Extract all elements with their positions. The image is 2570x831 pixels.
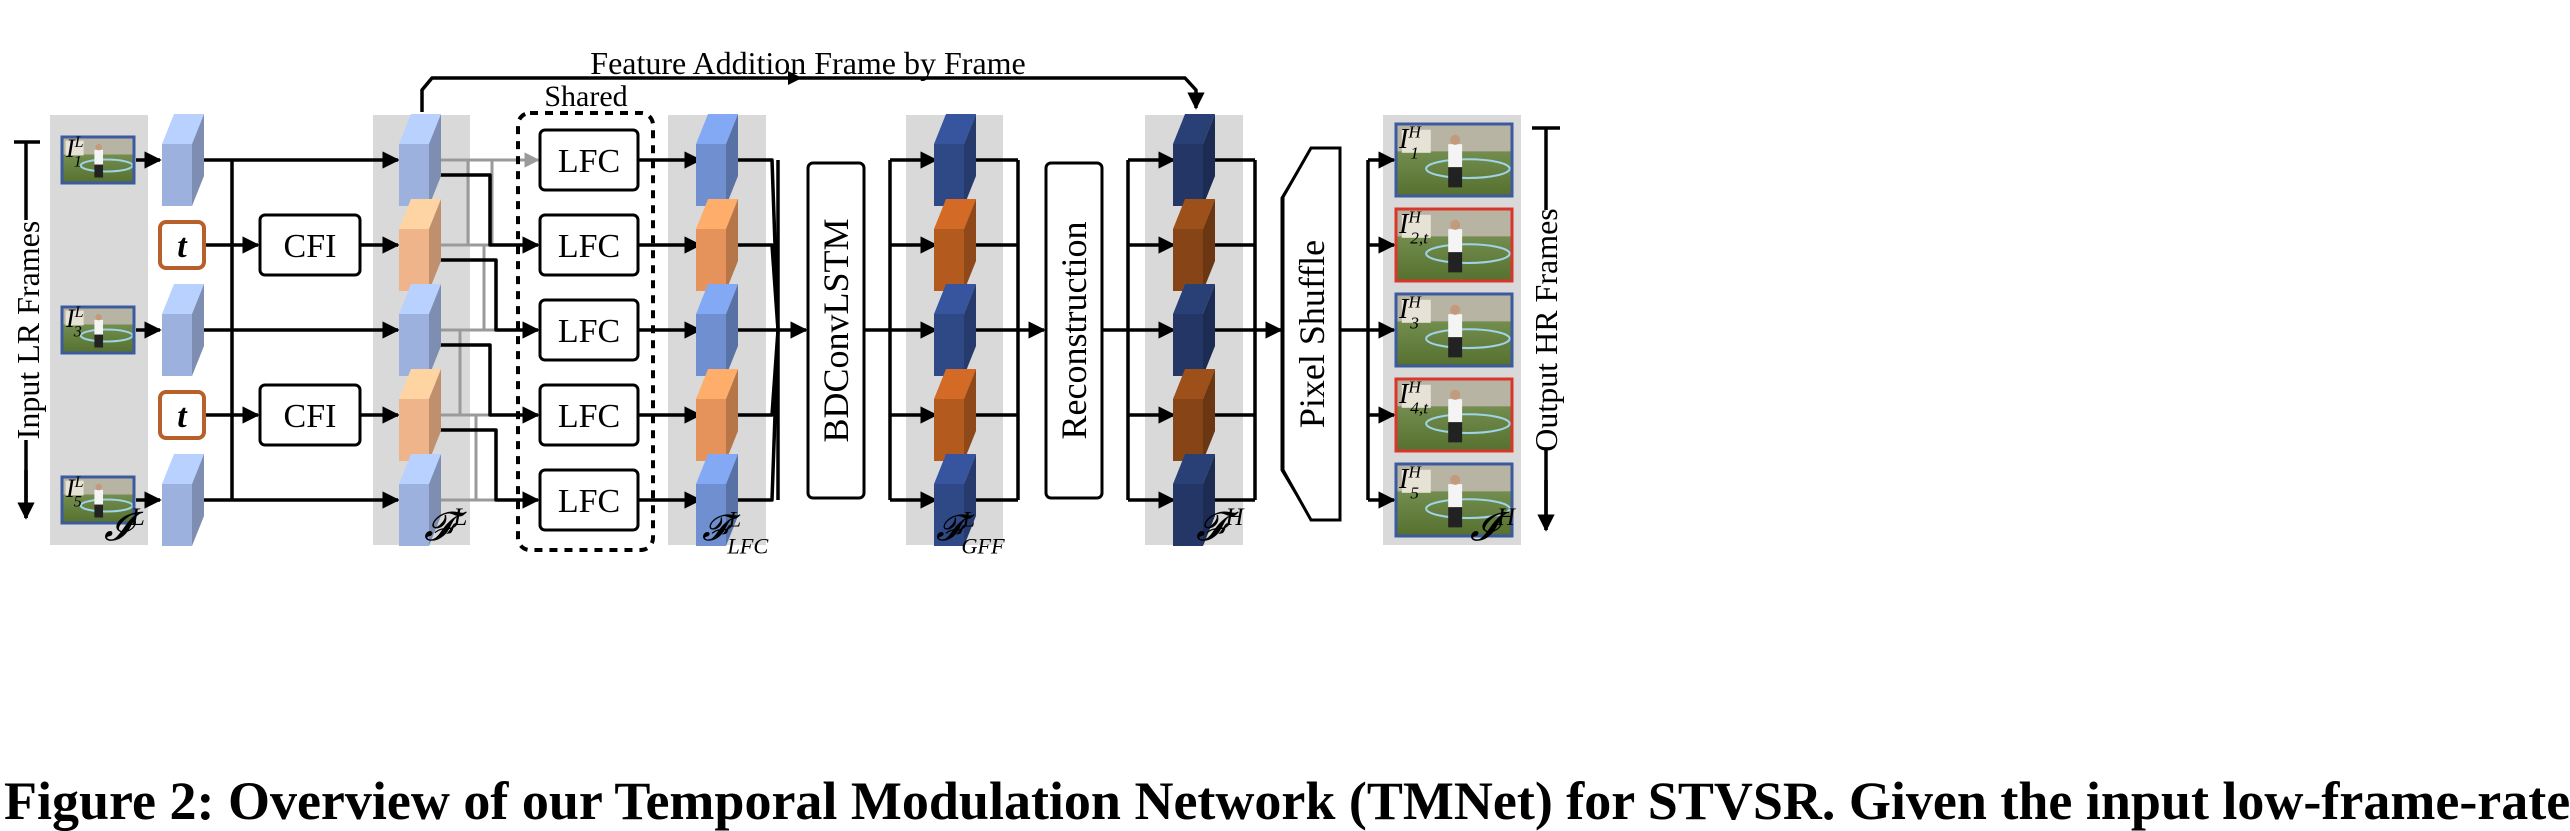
feature-block-high: [1173, 114, 1215, 206]
t-box: t: [158, 390, 206, 440]
feature-block-gff: [934, 199, 976, 291]
t-box: t: [158, 220, 206, 270]
output-frame-2: [1394, 207, 1514, 283]
feature-block-high: [1173, 454, 1215, 546]
lfc-label: LFC: [558, 313, 620, 350]
edge: [438, 173, 540, 254]
feature-block-low: [399, 284, 441, 376]
t-label: t: [177, 398, 188, 435]
cfi-box: CFI: [258, 383, 362, 447]
edge: [438, 343, 540, 424]
input-frames-label: Input LR Frames: [10, 221, 46, 440]
edge: [438, 428, 540, 509]
reconstruction-box-label: Reconstruction: [1054, 222, 1094, 440]
input-label-gap: [12, 220, 44, 440]
feature-block-low: [399, 199, 441, 291]
shared-label: Shared: [544, 80, 627, 113]
cfi-label: CFI: [284, 398, 337, 435]
feature-block-low: [399, 369, 441, 461]
input-frame-2: [60, 305, 136, 355]
shared-lfc-box: [516, 111, 655, 552]
cfi-label: CFI: [284, 228, 337, 265]
feature-addition-arrow: [420, 76, 1205, 112]
bdconvlstm-box: BDConvLSTM: [806, 161, 866, 500]
edge: [438, 258, 540, 339]
output-frame-3: [1394, 292, 1514, 368]
feature-block-low: [399, 454, 441, 546]
figure-caption: Figure 2: Overview of our Temporal Modul…: [4, 771, 2570, 831]
edge: [735, 329, 780, 502]
feature-block-high: [1173, 199, 1215, 291]
input-feature-block: [162, 284, 204, 376]
lfc-label: LFC: [558, 228, 620, 265]
feature-block-lfc: [696, 454, 738, 546]
edge: [735, 243, 780, 331]
feature-block-lfc: [696, 284, 738, 376]
input-frame-3: [60, 475, 136, 525]
lfc-box: LFC: [538, 213, 640, 277]
output-label-gap: [1530, 210, 1562, 450]
lfc-label: LFC: [558, 398, 620, 435]
feature-block-gff: [934, 284, 976, 376]
feature-addition-label: Feature Addition Frame by Frame: [590, 45, 1025, 81]
feature-block-high: [1173, 369, 1215, 461]
feature-block-high: [1173, 284, 1215, 376]
reconstruction-box: Reconstruction: [1044, 161, 1104, 500]
feature-block-low: [399, 114, 441, 206]
input-feature-block: [162, 454, 204, 546]
group-label-output: 𝓘H: [1470, 504, 1517, 549]
feature-addition-midarrow: [788, 71, 802, 85]
output-frame-1: [1394, 122, 1514, 198]
lfc-box: LFC: [538, 383, 640, 447]
feature-block-lfc: [696, 199, 738, 291]
group-label-features-high: 𝓕H: [1196, 504, 1246, 549]
edge: [735, 158, 780, 331]
feature-block-lfc: [696, 114, 738, 206]
t-label: t: [177, 228, 188, 265]
cfi-box: CFI: [258, 213, 362, 277]
lfc-label: LFC: [558, 143, 620, 180]
pixel-shuffle-box: Pixel Shuffle: [1280, 146, 1342, 522]
feature-block-gff: [934, 369, 976, 461]
lfc-box: LFC: [538, 298, 640, 362]
data-flow-connections: [14, 71, 1560, 532]
lfc-label: LFC: [558, 483, 620, 520]
feature-block-gff: [934, 114, 976, 206]
lfc-box: LFC: [538, 468, 640, 532]
input-frame-1: [60, 135, 136, 185]
feature-block-gff: [934, 454, 976, 546]
bdconvlstm-box-label: BDConvLSTM: [816, 218, 856, 442]
pixel-shuffle-label: Pixel Shuffle: [1292, 240, 1332, 428]
feature-block-lfc: [696, 369, 738, 461]
output-frames-label: Output HR Frames: [1528, 208, 1564, 452]
output-frame-5: [1394, 462, 1514, 538]
lfc-box: LFC: [538, 128, 640, 192]
input-feature-block: [162, 114, 204, 206]
output-frame-4: [1394, 377, 1514, 453]
